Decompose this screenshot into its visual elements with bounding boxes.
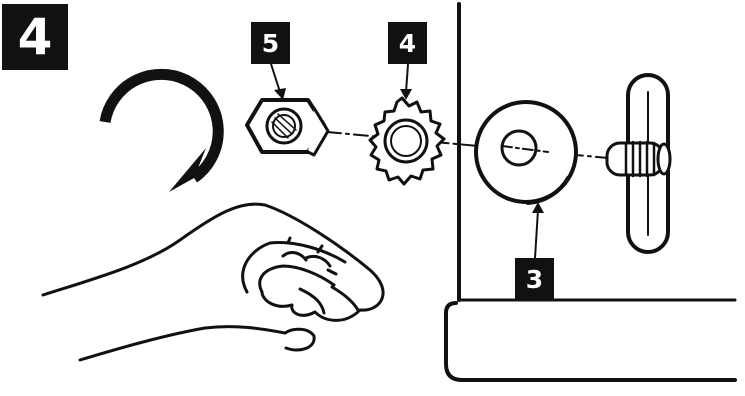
star-lock-washer-icon [368, 96, 446, 186]
clockwise-arrow-icon [99, 68, 224, 192]
hand-icon [41, 202, 385, 362]
callout-leaders [270, 63, 539, 259]
callout-flat-washer-label: 3 [515, 258, 554, 300]
hex-nut-icon [245, 98, 330, 157]
step-number-badge: 4 [2, 4, 68, 70]
callout-lock-washer-label: 4 [388, 22, 427, 64]
threaded-stud-icon [605, 73, 672, 254]
panel-outline [444, 2, 737, 382]
callout-nut-label: 5 [251, 22, 290, 64]
flat-washer-icon [474, 100, 578, 205]
